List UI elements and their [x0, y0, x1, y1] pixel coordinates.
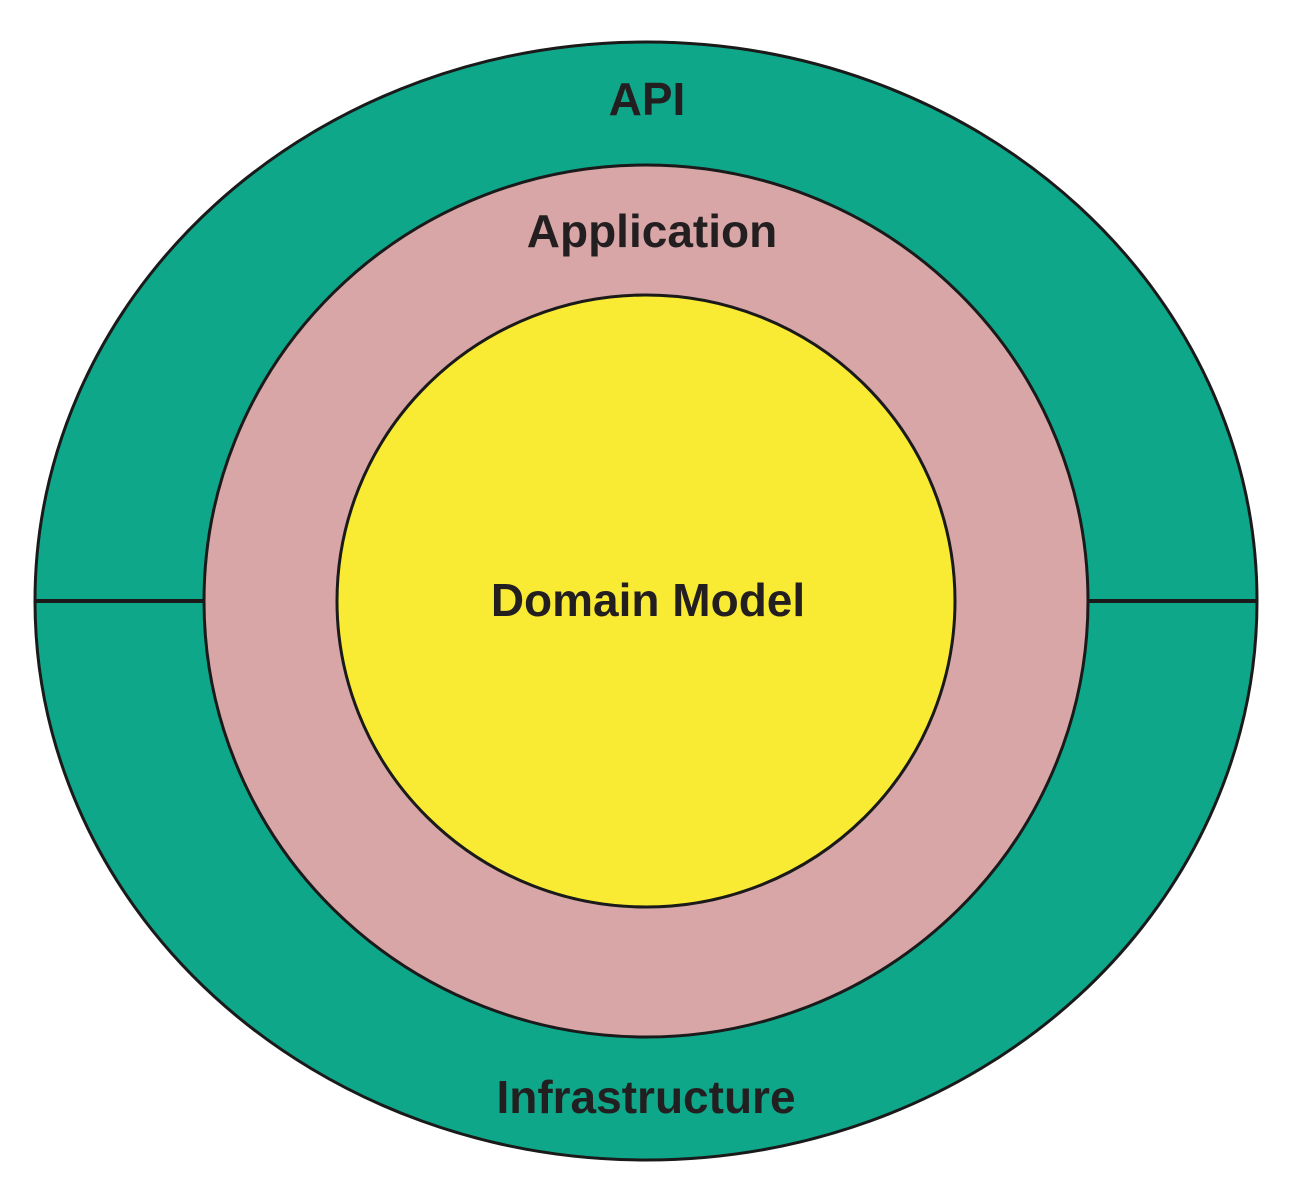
label-infrastructure: Infrastructure: [496, 1071, 795, 1123]
label-domain-model: Domain Model: [491, 574, 805, 626]
circle-inner: [335, 293, 957, 909]
label-api: API: [609, 73, 686, 125]
label-application: Application: [527, 205, 777, 257]
